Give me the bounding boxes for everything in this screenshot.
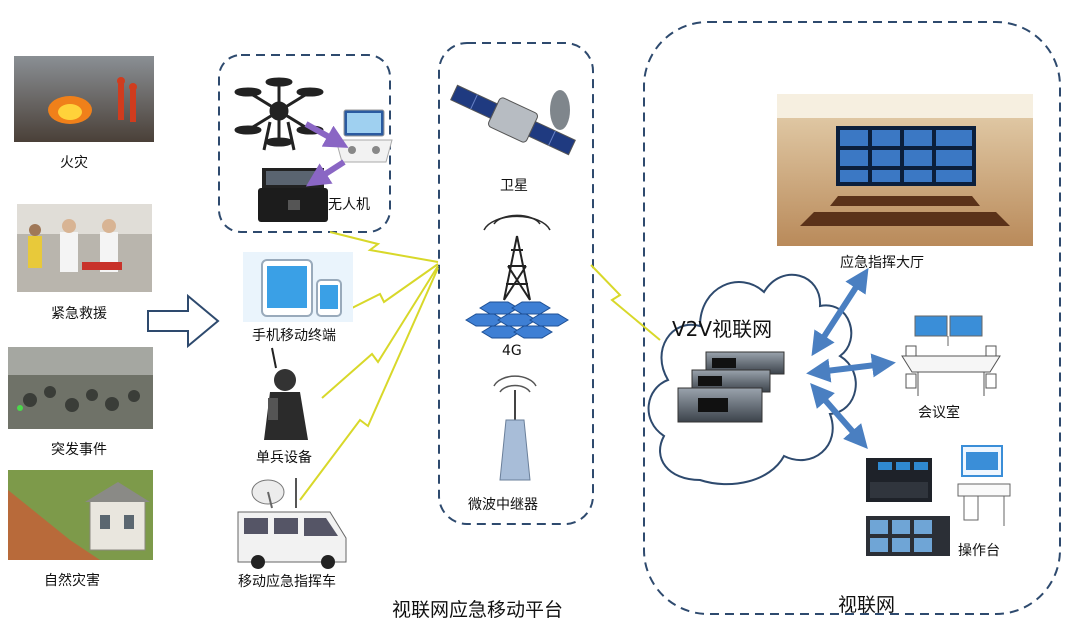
relay-group-border	[438, 42, 594, 525]
arrow-to-hall	[811, 267, 869, 357]
incident-label-event: 突发事件	[51, 442, 107, 458]
network-group-border	[643, 21, 1061, 615]
console-label: 操作台	[958, 543, 1000, 559]
fire-photo	[14, 56, 154, 142]
incident-label-rescue: 紧急救援	[51, 306, 107, 322]
server-stack-icon	[677, 351, 785, 423]
command-vehicle-icon	[237, 478, 347, 569]
soldier-icon	[264, 347, 308, 440]
meeting-room-label: 会议室	[918, 405, 960, 421]
landslide-photo	[8, 470, 153, 560]
network-caption: 视联网	[838, 594, 896, 616]
cellular-label: 4G	[502, 343, 522, 359]
soldier-device-label: 单兵设备	[256, 450, 312, 466]
mobile-terminal-label: 手机移动终端	[252, 328, 336, 344]
rescue-photo	[17, 204, 152, 292]
drone-to-controller-arrow	[304, 121, 349, 148]
incident-label-disaster: 自然灾害	[44, 573, 100, 589]
remote-controller-icon	[335, 109, 393, 163]
cell-tower-icon	[465, 214, 569, 339]
command-hall-photo	[777, 94, 1033, 246]
drone-icon	[234, 77, 324, 151]
command-vehicle-label: 移动应急指挥车	[238, 574, 336, 590]
link-mobile	[335, 263, 439, 317]
console-icon	[866, 445, 1011, 556]
link-vehicle	[299, 267, 439, 501]
meeting-room-icon	[901, 315, 1001, 396]
link-network	[590, 264, 661, 341]
link-drone	[329, 231, 439, 263]
v2v-cloud-label: V2V视联网	[672, 317, 773, 341]
controller-to-station-arrow	[305, 159, 346, 187]
incident-label-fire: 火灾	[60, 155, 88, 171]
satellite-icon	[450, 84, 576, 156]
link-soldier	[321, 265, 439, 399]
platform-caption: 视联网应急移动平台	[392, 599, 564, 621]
wireless-links	[299, 231, 661, 501]
command-hall-label: 应急指挥大厅	[840, 255, 924, 271]
microwave-label: 微波中继器	[468, 497, 538, 513]
drone-label: 无人机	[328, 197, 370, 213]
arrow-to-console	[810, 382, 868, 450]
emergency-event-photo	[8, 347, 153, 429]
incidents-arrow	[147, 293, 220, 349]
microwave-relay-icon	[493, 375, 537, 481]
arrow-to-meeting	[806, 353, 896, 383]
satellite-label: 卫星	[500, 178, 528, 194]
tablet-phone-icon	[243, 252, 353, 322]
